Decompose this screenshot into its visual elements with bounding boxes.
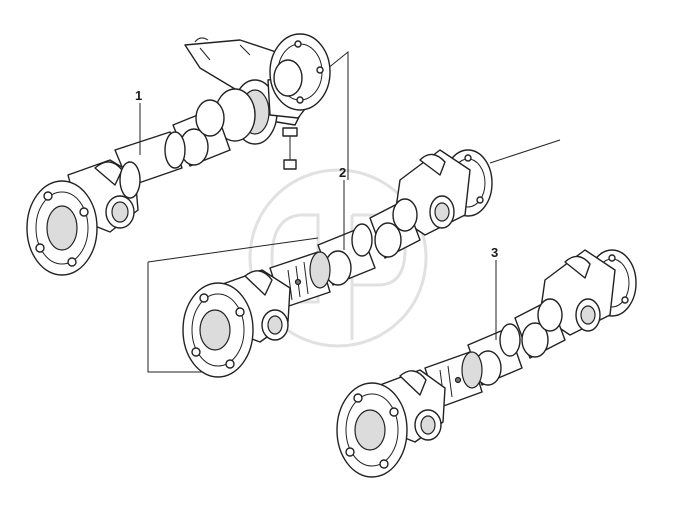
shaft-tube-2-mid — [317, 223, 376, 286]
front-flange-2 — [182, 282, 254, 378]
drive-shaft-assembly-3 — [336, 249, 637, 478]
callout-label-3: 3 — [491, 245, 499, 260]
callout-leaders — [139, 103, 497, 340]
rear-flange-1 — [269, 33, 331, 111]
shaft-tube-2-rear — [369, 198, 421, 259]
callout-label-2: 2 — [339, 165, 347, 180]
callout-label-1: 1 — [135, 88, 143, 103]
rear-yoke-3 — [539, 249, 616, 336]
shaft-tube-3-rear — [514, 298, 566, 359]
front-flange-3 — [336, 382, 408, 478]
drive-shaft-assembly-1 — [26, 33, 331, 276]
front-flange-1 — [26, 180, 98, 276]
bracket-bolt — [282, 127, 298, 170]
drive-shaft-assembly-2 — [182, 139, 561, 378]
